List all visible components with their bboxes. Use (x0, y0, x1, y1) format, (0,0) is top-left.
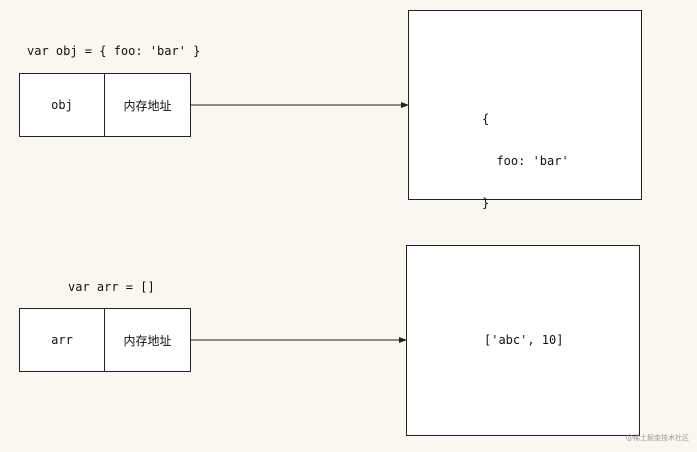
obj-declaration: var obj = { foo: 'bar' } (27, 44, 201, 58)
obj-variable-name: obj (20, 74, 105, 136)
obj-heap-line: foo: 'bar' (482, 154, 569, 168)
obj-memory-address: 内存地址 (123, 98, 172, 113)
obj-heap-line: { (482, 112, 490, 126)
obj-variable-box: obj 内存地址 (19, 73, 191, 137)
obj-heap-line: } (482, 196, 490, 210)
arr-declaration: var arr = [] (68, 280, 155, 294)
arr-memory-address: 内存地址 (123, 333, 172, 348)
arr-variable-box: arr 内存地址 (19, 308, 191, 372)
watermark: @稀土掘金技术社区 (626, 434, 689, 442)
arr-variable-name: arr (20, 309, 105, 371)
arr-heap-content: ['abc', 10] (484, 333, 564, 347)
obj-heap-box (408, 10, 642, 200)
arr-heap-box (406, 245, 640, 436)
obj-heap-content: { foo: 'bar' } (482, 84, 569, 238)
